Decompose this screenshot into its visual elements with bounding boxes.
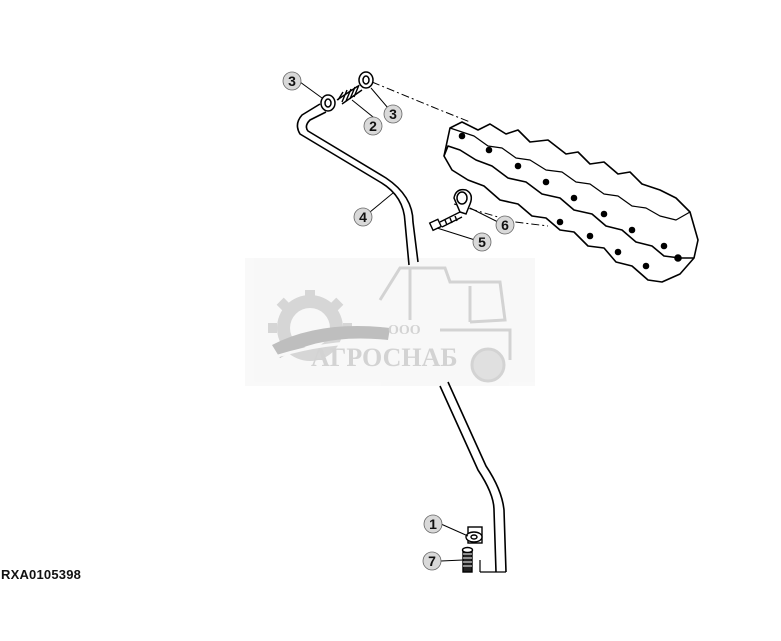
callout-1-text: 1	[429, 516, 437, 532]
callout-7-text: 7	[428, 553, 436, 569]
fitting-washer-right	[358, 71, 374, 89]
gear-logo-icon	[268, 290, 396, 361]
callout-5: 5	[472, 232, 492, 252]
tube-part	[296, 103, 507, 573]
watermark-prefix: ООО	[388, 323, 421, 338]
callout-3b-text: 3	[389, 106, 397, 122]
bolt-part	[428, 211, 463, 232]
callout-7: 7	[422, 551, 442, 571]
spring-part	[336, 84, 363, 105]
leader-lines	[299, 81, 499, 562]
drawing-code: RXA0105398	[1, 567, 82, 582]
callout-5-text: 5	[478, 234, 486, 250]
watermark: ООО АГРОСНАБ	[245, 258, 535, 386]
tractor-logo-icon	[378, 266, 512, 383]
callout-3a-text: 3	[288, 73, 296, 89]
bottom-bolt-part	[461, 546, 474, 573]
callout-2: 2	[363, 116, 383, 136]
callout-2-text: 2	[369, 118, 377, 134]
bottom-washer-part	[465, 526, 483, 544]
watermark-brand: АГРОСНАБ	[311, 343, 458, 372]
callout-1: 1	[423, 514, 443, 534]
clamp-part	[453, 188, 473, 215]
callout-3a: 3	[282, 71, 302, 91]
callout-4: 4	[353, 207, 373, 227]
callout-6: 6	[495, 215, 515, 235]
callout-6-text: 6	[501, 217, 509, 233]
callout-4-text: 4	[359, 209, 367, 225]
fitting-washer-left	[320, 94, 336, 112]
manifold-part	[371, 81, 699, 283]
callout-3b: 3	[383, 104, 403, 124]
